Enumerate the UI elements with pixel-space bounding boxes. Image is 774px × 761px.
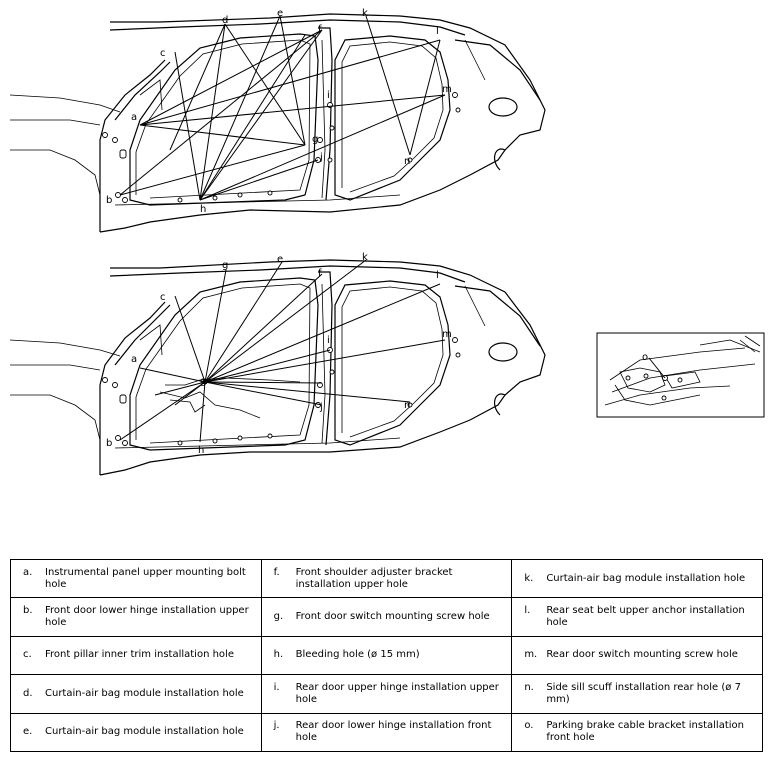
bottom-label-k: k xyxy=(362,252,368,263)
legend-item-m: m.Rear door switch mounting screw hole xyxy=(524,649,738,661)
top-pointer-lines xyxy=(119,15,446,201)
legend-item-b: b.Front door lower hinge installation up… xyxy=(23,605,249,629)
legend-item-h: h.Bleeding hole (ø 15 mm) xyxy=(273,649,420,661)
bottom-label-c: c xyxy=(160,292,166,303)
top-label-k: k xyxy=(362,8,368,19)
top-label-h: h xyxy=(200,204,206,215)
bottom-label-m: m xyxy=(442,329,452,340)
top-label-b: b xyxy=(106,195,112,206)
inset-label-o: o xyxy=(642,352,648,363)
body-side-diagram: a b c d e f g h i j k l m n xyxy=(9,8,765,476)
legend-item-a: a.Instrumental panel upper mounting bolt… xyxy=(23,566,246,590)
bottom-label-h: h xyxy=(198,445,204,456)
bottom-label-f: f xyxy=(318,268,322,279)
bottom-label-a: a xyxy=(131,354,137,365)
top-label-l: l xyxy=(436,26,439,37)
bottom-label-j: j xyxy=(319,402,323,413)
top-label-a: a xyxy=(131,112,137,123)
bottom-label-e: e xyxy=(277,254,283,265)
legend-item-k: k.Curtain-air bag module installation ho… xyxy=(524,572,746,584)
legend-row: a.Instrumental panel upper mounting bolt… xyxy=(10,558,763,599)
bottom-label-g-top: g xyxy=(222,260,228,271)
bottom-label-l: l xyxy=(436,270,439,281)
legend-item-e: e.Curtain-air bag module installation ho… xyxy=(23,726,244,738)
top-body-side-view: a b c d e f g h i j k l m n xyxy=(9,8,546,233)
legend-table: a.Instrumental panel upper mounting bolt… xyxy=(10,558,763,753)
legend-item-o: o.Parking brake cable bracket installati… xyxy=(524,720,744,744)
legend-item-g: g.Front door switch mounting screw hole xyxy=(273,611,490,623)
bottom-body-side-view: a b c e f g h i j k l m n g xyxy=(9,252,546,476)
legend-item-i: i.Rear door upper hinge installation upp… xyxy=(273,681,499,705)
top-label-d: d xyxy=(222,15,228,26)
bottom-label-n: n xyxy=(404,400,410,411)
legend-row: c.Front pillar inner trim installation h… xyxy=(10,635,763,676)
legend-item-d: d.Curtain-air bag module installation ho… xyxy=(23,687,244,699)
top-label-i: i xyxy=(327,90,330,101)
legend-row: d.Curtain-air bag module installation ho… xyxy=(10,674,763,714)
top-label-g: g xyxy=(312,134,318,145)
legend-item-n: n.Side sill scuff installation rear hole… xyxy=(524,681,741,705)
top-label-j: j xyxy=(319,152,323,163)
top-label-n: n xyxy=(404,156,410,167)
legend-row: b.Front door lower hinge installation up… xyxy=(10,597,763,637)
bottom-label-i: i xyxy=(327,335,330,346)
parking-brake-inset: o xyxy=(596,332,765,418)
bottom-pointer-lines xyxy=(119,259,446,443)
top-label-m: m xyxy=(442,84,452,95)
top-label-c: c xyxy=(160,48,166,59)
legend-row: e.Curtain-air bag module installation ho… xyxy=(10,712,763,753)
legend-item-j: j.Rear door lower hinge installation fro… xyxy=(273,720,492,744)
legend-item-l: l.Rear seat belt upper anchor installati… xyxy=(524,605,745,629)
bottom-label-b: b xyxy=(106,438,112,449)
legend-item-f: f.Front shoulder adjuster bracket instal… xyxy=(273,566,453,590)
legend-item-c: c.Front pillar inner trim installation h… xyxy=(23,649,234,661)
bottom-label-g: g xyxy=(200,376,206,387)
top-label-e: e xyxy=(277,8,283,19)
top-label-f: f xyxy=(318,24,322,35)
